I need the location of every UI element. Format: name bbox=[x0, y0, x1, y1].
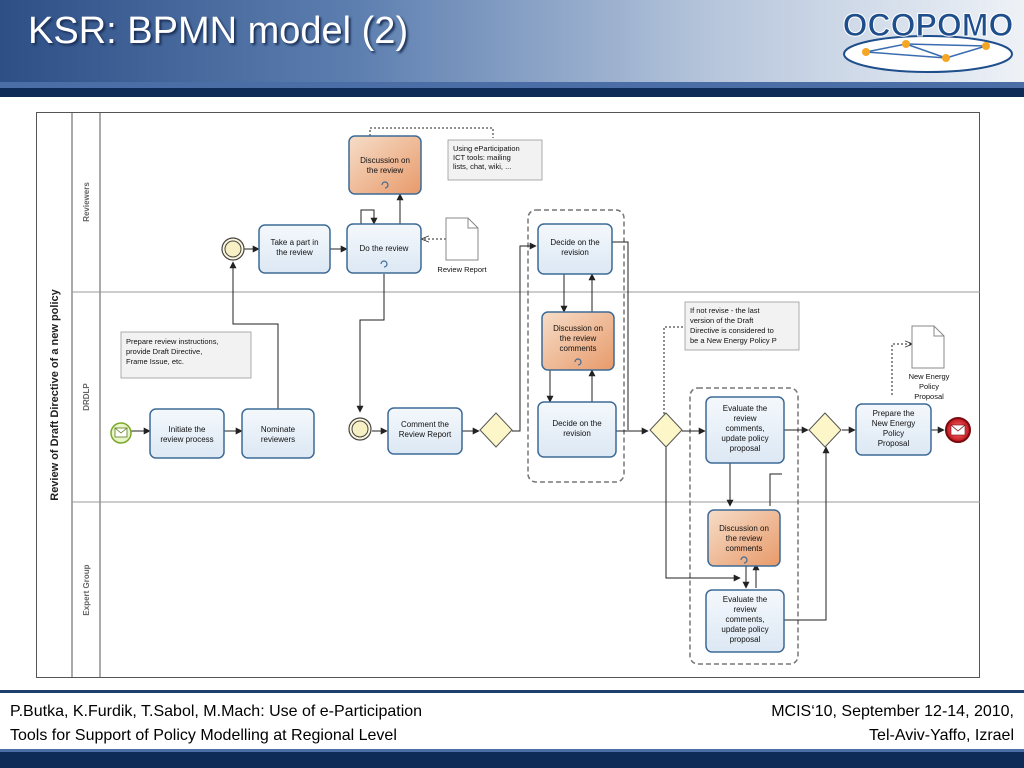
footer-bar bbox=[0, 752, 1024, 768]
ocopomo-logo: OCOPOMO bbox=[842, 7, 1014, 73]
svg-text:Do the review: Do the review bbox=[360, 244, 409, 253]
task-do-review: Do the review bbox=[346, 223, 422, 274]
group-revision bbox=[527, 209, 625, 483]
gateway-2 bbox=[649, 412, 683, 448]
intermediate-event-drdlp bbox=[348, 417, 372, 441]
slide-header bbox=[0, 0, 1024, 82]
svg-text:Prepare review instructions,pr: Prepare review instructions,provide Draf… bbox=[126, 337, 219, 366]
gateway-3 bbox=[808, 412, 842, 448]
lane-label-expert-group: Expert Group bbox=[82, 564, 91, 615]
header-stripe bbox=[0, 82, 1024, 88]
end-event-message bbox=[945, 417, 971, 443]
document-review-report: Review Report bbox=[437, 217, 488, 274]
logo-text: OCOPOMO bbox=[843, 7, 1014, 43]
footer-citation-line2: Tools for Support of Policy Modelling at… bbox=[10, 727, 397, 744]
footer-citation-line1: P.Butka, K.Furdik, T.Sabol, M.Mach: Use … bbox=[10, 703, 423, 720]
intermediate-event-reviewers bbox=[221, 237, 245, 261]
lane-label-drdlp: DRDLP bbox=[82, 383, 91, 411]
gateway-1 bbox=[479, 412, 513, 448]
footer-conference-line2: Tel-Aviv-Yaffo, Izrael bbox=[869, 727, 1014, 744]
bpmn-diagram: Review of Draft Directive of a new polic… bbox=[36, 112, 980, 678]
lane-label-reviewers: Reviewers bbox=[82, 182, 91, 222]
annotation-instructions: Prepare review instructions,provide Draf… bbox=[120, 331, 252, 379]
group-evaluation bbox=[689, 387, 799, 665]
header-stripe-dark bbox=[0, 88, 1024, 97]
footer-citation: P.Butka, K.Furdik, T.Sabol, M.Mach: Use … bbox=[10, 700, 422, 748]
pool-label: Review of Draft Directive of a new polic… bbox=[49, 288, 61, 500]
footer-stripe bbox=[0, 749, 1024, 752]
footer-conference-line1: MCIS‘10, September 12-14, 2010, bbox=[771, 703, 1014, 720]
slide-title: KSR: BPMN model (2) bbox=[28, 10, 409, 52]
pool bbox=[36, 112, 980, 678]
footer-conference: MCIS‘10, September 12-14, 2010, Tel-Aviv… bbox=[771, 700, 1014, 748]
footer-divider bbox=[0, 690, 1024, 693]
svg-text:Review Report: Review Report bbox=[437, 265, 487, 274]
